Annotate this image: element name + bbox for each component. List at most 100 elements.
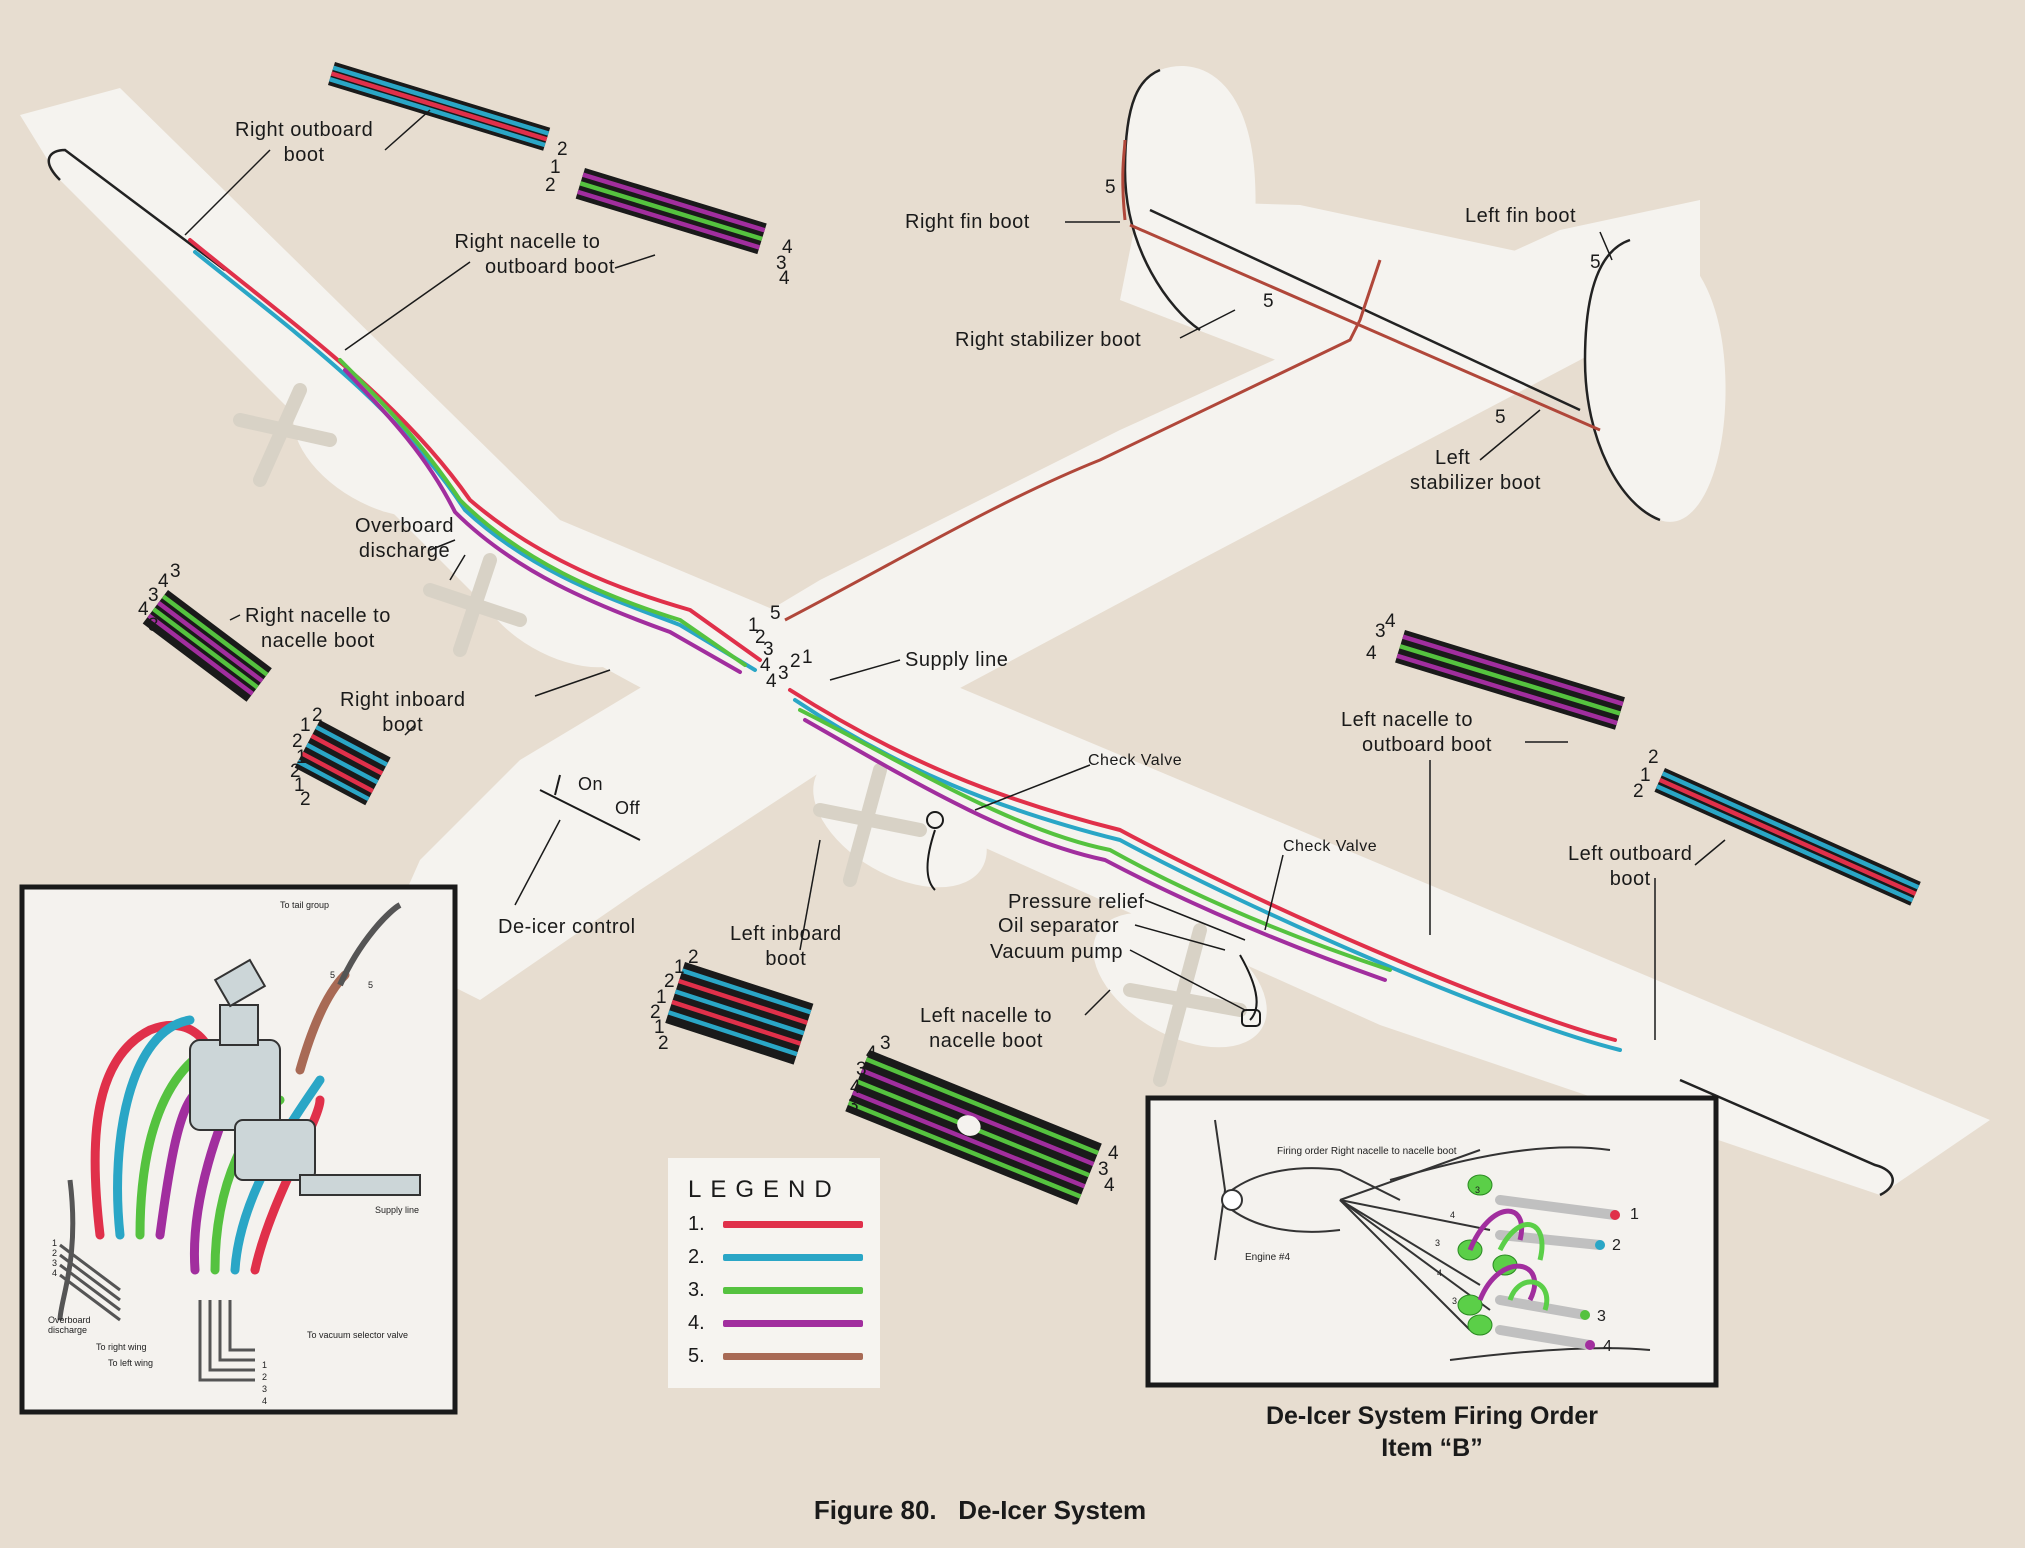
tail-lines (784, 139, 1601, 622)
num: 4 (1385, 611, 1396, 632)
fan-num: 3 (1475, 1185, 1481, 1195)
num-fin-right: 5 (1105, 177, 1116, 198)
propellers (233, 383, 1247, 1087)
inset-overboard-discharge: Overboard discharge (48, 1315, 91, 1335)
legend-swatch (723, 1287, 863, 1294)
num: 3 (170, 561, 181, 582)
num: 4 (760, 655, 771, 676)
num: 2 (658, 1033, 669, 1054)
figure-caption: Figure 80. De-Icer System (813, 1495, 1147, 1525)
fan-num: 3 (1435, 1238, 1441, 1248)
inset-num: 3 (52, 1258, 58, 1268)
num: 1 (550, 157, 561, 178)
firing-order-engine: Engine #4 (1245, 1252, 1291, 1263)
num: 3 (778, 663, 789, 684)
label-right-fin-boot: Right fin boot (905, 211, 1030, 233)
inset-firing-order (1145, 1095, 1719, 1388)
tip-num: 4 (1603, 1338, 1612, 1355)
legend-swatch (723, 1221, 863, 1228)
leader-lines (184, 109, 1726, 1040)
legend-number: 1. (688, 1213, 705, 1235)
label-right-stabilizer-boot: Right stabilizer boot (955, 329, 1142, 351)
num: 5 (770, 603, 781, 624)
num: 4 (850, 1077, 861, 1098)
legend-title: LEGEND (688, 1176, 841, 1203)
num: 3 (848, 1095, 859, 1116)
num: 4 (1108, 1143, 1119, 1164)
num: 1 (802, 647, 813, 668)
inset-pump-assembly (19, 884, 458, 1415)
inset-to-tail-group: To tail group (280, 900, 330, 910)
tip-num: 1 (1630, 1206, 1639, 1223)
inset-tail-num-1: 5 (330, 970, 336, 980)
num: 1 (294, 775, 305, 796)
fan-num: 4 (1450, 1210, 1456, 1220)
num: 4 (766, 671, 777, 692)
inset-num: 1 (262, 1360, 268, 1370)
legend-item-5: 5. (688, 1342, 868, 1372)
num: 2 (300, 789, 311, 810)
label-pressure-relief: Pressure relief (1008, 891, 1145, 913)
inset-to-left-wing: To left wing (108, 1358, 154, 1368)
fan-num: 3 (1452, 1296, 1458, 1306)
num: 4 (782, 237, 793, 258)
inset-to-vacuum-selector: To vacuum selector valve (307, 1330, 409, 1340)
label-supply-line: Supply line (905, 649, 1009, 671)
num: 1 (656, 987, 667, 1008)
inset-num: 1 (52, 1238, 58, 1248)
inset-num: 3 (262, 1384, 268, 1394)
tip-num: 3 (1597, 1308, 1606, 1325)
num: 4 (866, 1043, 877, 1064)
num: 2 (650, 1002, 661, 1023)
num: 1 (674, 957, 685, 978)
num: 2 (545, 175, 556, 196)
num: 4 (779, 268, 790, 289)
num-fin-left: 5 (1590, 252, 1601, 273)
num: 3 (148, 615, 159, 636)
label-deicer-control: De-icer control (498, 916, 636, 938)
legend-number: 2. (688, 1246, 705, 1268)
num: 4 (1366, 643, 1377, 664)
num: 3 (776, 253, 787, 274)
num: 1 (1640, 765, 1651, 786)
num: 3 (763, 639, 774, 660)
legend-item-1: 1. (688, 1210, 868, 1240)
tip-num: 2 (1612, 1237, 1621, 1254)
num: 3 (1375, 621, 1386, 642)
legend-swatch (723, 1353, 863, 1360)
num: 2 (664, 971, 675, 992)
legend-item-3: 3. (688, 1276, 868, 1306)
num: 2 (557, 139, 568, 160)
legend-number: 4. (688, 1312, 705, 1334)
inset-caption-line2: Item “B” (1381, 1434, 1483, 1462)
legend-item-2: 2. (688, 1243, 868, 1273)
num: 3 (148, 585, 159, 606)
num: 2 (1648, 747, 1659, 768)
inset-supply-line: Supply line (375, 1205, 420, 1215)
num: 4 (1104, 1175, 1115, 1196)
num: 3 (1098, 1159, 1109, 1180)
legend-number: 3. (688, 1279, 705, 1301)
legend-swatch (723, 1254, 863, 1261)
label-left-fin-boot: Left fin boot (1465, 205, 1577, 227)
num: 1 (296, 747, 307, 768)
label-check-valve-2: Check Valve (1283, 838, 1378, 855)
inset-num: 4 (52, 1268, 58, 1278)
inset-num: 2 (52, 1248, 58, 1258)
inset-to-right-wing: To right wing (96, 1342, 147, 1352)
left-wing-lines (788, 688, 1622, 1052)
num: 2 (755, 627, 766, 648)
num: 2 (1633, 781, 1644, 802)
inset-num: 2 (262, 1372, 268, 1382)
num: 2 (292, 731, 303, 752)
num: 2 (790, 651, 801, 672)
